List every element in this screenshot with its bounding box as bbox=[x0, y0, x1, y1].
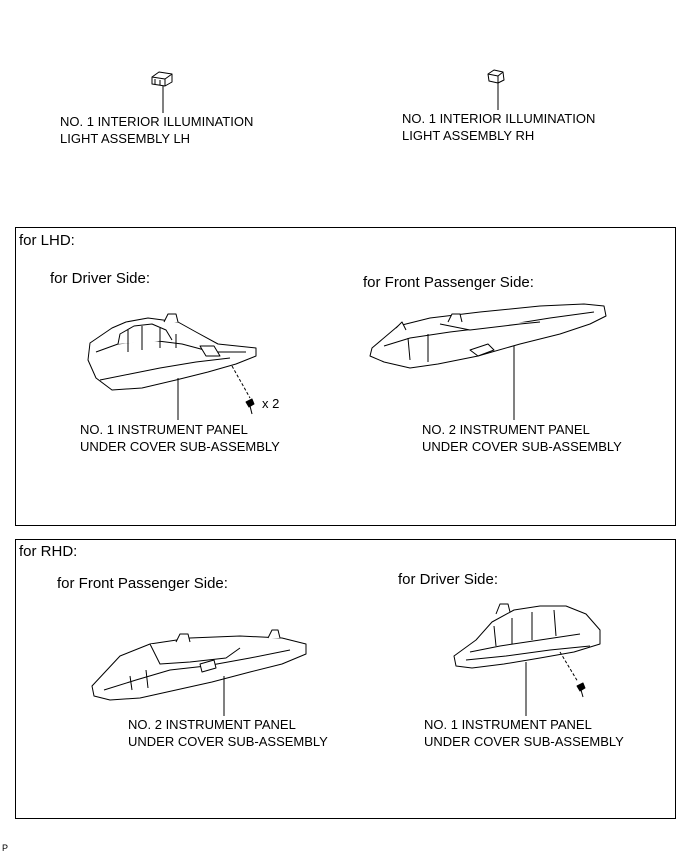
label-line: NO. 1 INTERIOR ILLUMINATION bbox=[60, 114, 254, 129]
label-line: NO. 1 INSTRUMENT PANEL bbox=[424, 717, 592, 732]
label-line: NO. 2 INSTRUMENT PANEL bbox=[422, 422, 590, 437]
lhd-passenger-side-heading: for Front Passenger Side: bbox=[363, 274, 534, 291]
rhd-driver-side-heading: for Driver Side: bbox=[398, 571, 499, 588]
interior-light-lh-part bbox=[151, 71, 173, 87]
interior-light-rh-part bbox=[487, 69, 505, 84]
label-line: LIGHT ASSEMBLY RH bbox=[402, 128, 535, 143]
rhd-screw-guide bbox=[559, 651, 579, 683]
lhd-no1-under-cover-part bbox=[87, 313, 257, 391]
label-line: UNDER COVER SUB-ASSEMBLY bbox=[128, 734, 328, 749]
rhd-no1-label: NO. 1 INSTRUMENT PANEL UNDER COVER SUB-A… bbox=[424, 716, 624, 750]
lhd-screw-guide bbox=[231, 365, 251, 399]
label-line: UNDER COVER SUB-ASSEMBLY bbox=[424, 734, 624, 749]
rhd-passenger-side-heading: for Front Passenger Side: bbox=[57, 575, 228, 592]
lhd-screw bbox=[245, 398, 255, 415]
lhd-no2-under-cover-part bbox=[369, 303, 607, 369]
lhd-no1-label: NO. 1 INSTRUMENT PANEL UNDER COVER SUB-A… bbox=[80, 421, 280, 455]
label-line: UNDER COVER SUB-ASSEMBLY bbox=[80, 439, 280, 454]
label-line: NO. 2 INSTRUMENT PANEL bbox=[128, 717, 296, 732]
lhd-driver-side-heading: for Driver Side: bbox=[50, 270, 151, 287]
interior-light-lh-label: NO. 1 INTERIOR ILLUMINATION LIGHT ASSEMB… bbox=[60, 113, 253, 147]
rhd-panel bbox=[15, 539, 676, 819]
lhd-no2-label: NO. 2 INSTRUMENT PANEL UNDER COVER SUB-A… bbox=[422, 421, 622, 455]
lhd-screw-quantity: x 2 bbox=[262, 396, 280, 411]
rhd-no2-under-cover-part bbox=[91, 629, 307, 701]
label-line: NO. 1 INSTRUMENT PANEL bbox=[80, 422, 248, 437]
label-line: NO. 1 INTERIOR ILLUMINATION bbox=[402, 111, 596, 126]
lhd-header: for LHD: bbox=[19, 232, 75, 249]
label-line: UNDER COVER SUB-ASSEMBLY bbox=[422, 439, 622, 454]
interior-light-rh-label: NO. 1 INTERIOR ILLUMINATION LIGHT ASSEMB… bbox=[402, 110, 595, 144]
label-line: LIGHT ASSEMBLY LH bbox=[60, 131, 191, 146]
footer-code: P bbox=[2, 843, 9, 853]
rhd-no1-under-cover-part bbox=[453, 603, 601, 669]
lhd-panel bbox=[15, 227, 676, 526]
rhd-no2-label: NO. 2 INSTRUMENT PANEL UNDER COVER SUB-A… bbox=[128, 716, 328, 750]
rhd-header: for RHD: bbox=[19, 543, 78, 560]
rhd-screw bbox=[576, 682, 586, 698]
